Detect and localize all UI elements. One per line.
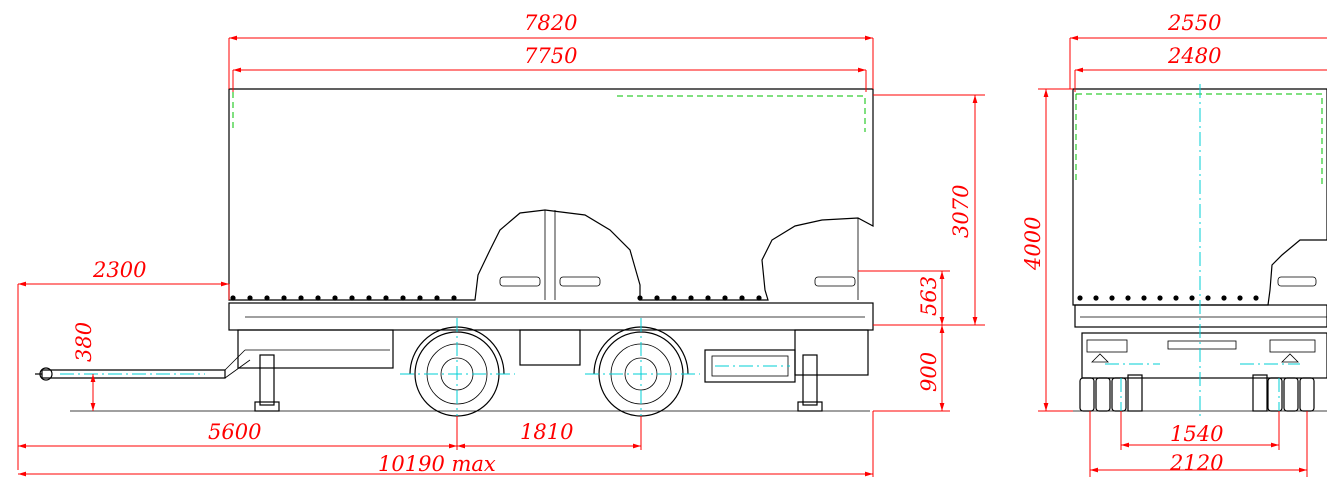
dim-380: 380 (72, 322, 96, 362)
dim-10190-max: 10190 max (378, 452, 496, 476)
front-view: 2550 2480 4000 1540 2120 (1021, 11, 1327, 477)
tie-point-dot (400, 295, 406, 301)
tie-point-dot (332, 295, 338, 301)
dim-2300: 2300 (92, 258, 146, 282)
tie-point-dot (688, 295, 694, 301)
tie-point-dot (1125, 295, 1131, 301)
dim-1540: 1540 (1170, 422, 1223, 446)
tie-point-dot (1253, 295, 1259, 301)
tie-point-dot (739, 295, 745, 301)
tie-point-dot (434, 295, 440, 301)
dim-563: 563 (917, 276, 941, 316)
tie-point-dot (247, 295, 253, 301)
side-view: 7820 7750 2300 5600 1810 10190 max 380 3… (17, 11, 985, 477)
dim-5600: 5600 (208, 420, 261, 444)
tie-point-dot (383, 295, 389, 301)
tarp-tie-points (230, 295, 762, 301)
tie-point-dot (230, 295, 236, 301)
tie-point-dot (1157, 295, 1163, 301)
tie-point-dot (637, 295, 643, 301)
tie-point-dot (281, 295, 287, 301)
front-tie-points (1077, 295, 1259, 301)
drawbar (35, 349, 251, 381)
tie-point-dot (1109, 295, 1115, 301)
chassis (228, 302, 874, 412)
dim-900: 900 (917, 352, 941, 392)
tie-point-dot (1205, 295, 1211, 301)
side-dimension-lines (17, 35, 985, 477)
tie-point-dot (1189, 295, 1195, 301)
front-wheels (1079, 374, 1315, 412)
tie-point-dot (451, 295, 457, 301)
tie-point-dot (1141, 295, 1147, 301)
dim-3070: 3070 (949, 185, 973, 238)
tie-point-dot (298, 295, 304, 301)
tie-point-dot (654, 295, 660, 301)
tie-point-dot (722, 295, 728, 301)
tarp-buckles (499, 276, 856, 287)
tie-point-dot (264, 295, 270, 301)
tie-point-dot (1173, 295, 1179, 301)
dim-1810: 1810 (520, 420, 573, 444)
dim-2120: 2120 (1169, 451, 1223, 475)
dim-7820: 7820 (524, 11, 577, 35)
dim-2480: 2480 (1167, 44, 1221, 68)
dim-2550: 2550 (1167, 11, 1221, 35)
tie-point-dot (1221, 295, 1227, 301)
dim-4000: 4000 (1021, 217, 1045, 271)
tie-point-dot (366, 295, 372, 301)
tie-point-dot (417, 295, 423, 301)
side-tarp-body (228, 88, 874, 301)
tie-point-dot (705, 295, 711, 301)
front-dimension-lines (1038, 35, 1327, 477)
tie-point-dot (671, 295, 677, 301)
dim-7750: 7750 (524, 44, 577, 68)
tie-point-dot (349, 295, 355, 301)
tie-point-dot (1237, 295, 1243, 301)
tie-point-dot (756, 295, 762, 301)
tie-point-dot (1077, 295, 1083, 301)
tie-point-dot (315, 295, 321, 301)
tie-point-dot (1093, 295, 1099, 301)
